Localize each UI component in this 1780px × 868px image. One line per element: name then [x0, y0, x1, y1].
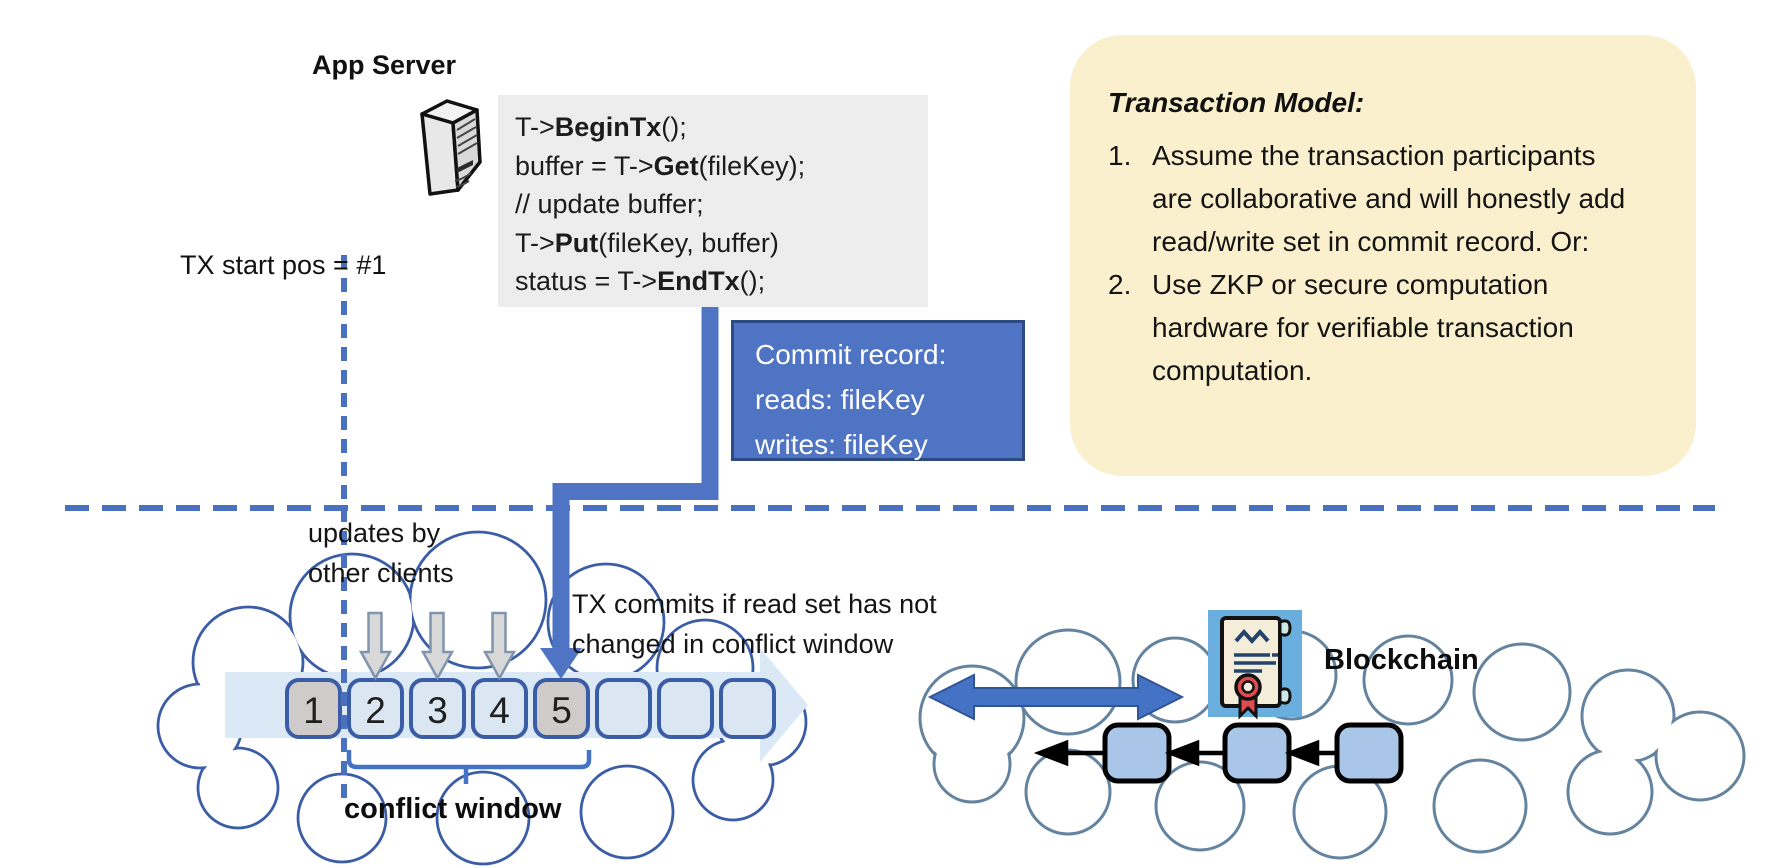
- list-item-text: Use ZKP or secure computation hardware f…: [1152, 269, 1574, 386]
- list-item-number: 2.: [1108, 269, 1132, 300]
- app-server-title: App Server: [312, 50, 457, 80]
- transaction-model-title: Transaction Model:: [1108, 87, 1365, 118]
- commit-flow-arrow: [540, 300, 719, 679]
- code-line: status = T->EndTx();: [515, 266, 766, 296]
- timeline-slot-number: 3: [427, 690, 448, 731]
- code-line: buffer = T->Get(fileKey);: [515, 150, 806, 181]
- timeline-slots: [285, 678, 776, 739]
- timeline-slot-number: 4: [489, 690, 510, 731]
- conflict-window-label: conflict window: [344, 793, 562, 825]
- update-arrows-icon: [358, 611, 517, 681]
- blockchain-label: Blockchain: [1324, 644, 1479, 676]
- commit-record-writes: writes: fileKey: [755, 429, 928, 460]
- timeline-slot-number: 2: [365, 690, 386, 731]
- transaction-model-list: 1. Assume the transaction participants a…: [1108, 134, 1666, 392]
- commit-record-title: Commit record:: [755, 339, 947, 370]
- list-item-text: Assume the transaction participants are …: [1152, 140, 1626, 257]
- code-line: // update buffer;: [515, 189, 704, 219]
- tx-commit-condition-label: TX commits if read set has not changed i…: [572, 589, 937, 659]
- timeline-slot-number: 1: [303, 690, 324, 731]
- list-item: 1. Assume the transaction participants a…: [1108, 134, 1666, 263]
- code-line: T->Put(fileKey, buffer): [515, 227, 779, 258]
- sync-double-arrow: [927, 673, 1185, 721]
- tx-start-pos-label: TX start pos = #1: [180, 250, 387, 280]
- conflict-window-bracket: [346, 750, 592, 784]
- updates-by-other-clients-label: updates by other clients: [308, 518, 454, 588]
- blockchain-blocks: [1033, 722, 1404, 784]
- code-line: T->BeginTx();: [515, 112, 687, 142]
- list-item-number: 1.: [1108, 140, 1132, 171]
- list-item: 2. Use ZKP or secure computation hardwar…: [1108, 263, 1666, 392]
- transaction-model-note: Transaction Model: 1. Assume the transac…: [1070, 35, 1696, 476]
- commit-record-box: Commit record: reads: fileKey writes: fi…: [731, 320, 1025, 461]
- certificate-icon: [1208, 610, 1302, 720]
- timeline-slot-number: 5: [551, 690, 572, 731]
- server-icon: [420, 99, 482, 196]
- commit-record-reads: reads: fileKey: [755, 384, 925, 415]
- transaction-code-block: T->BeginTx(); buffer = T->Get(fileKey); //…: [498, 95, 928, 307]
